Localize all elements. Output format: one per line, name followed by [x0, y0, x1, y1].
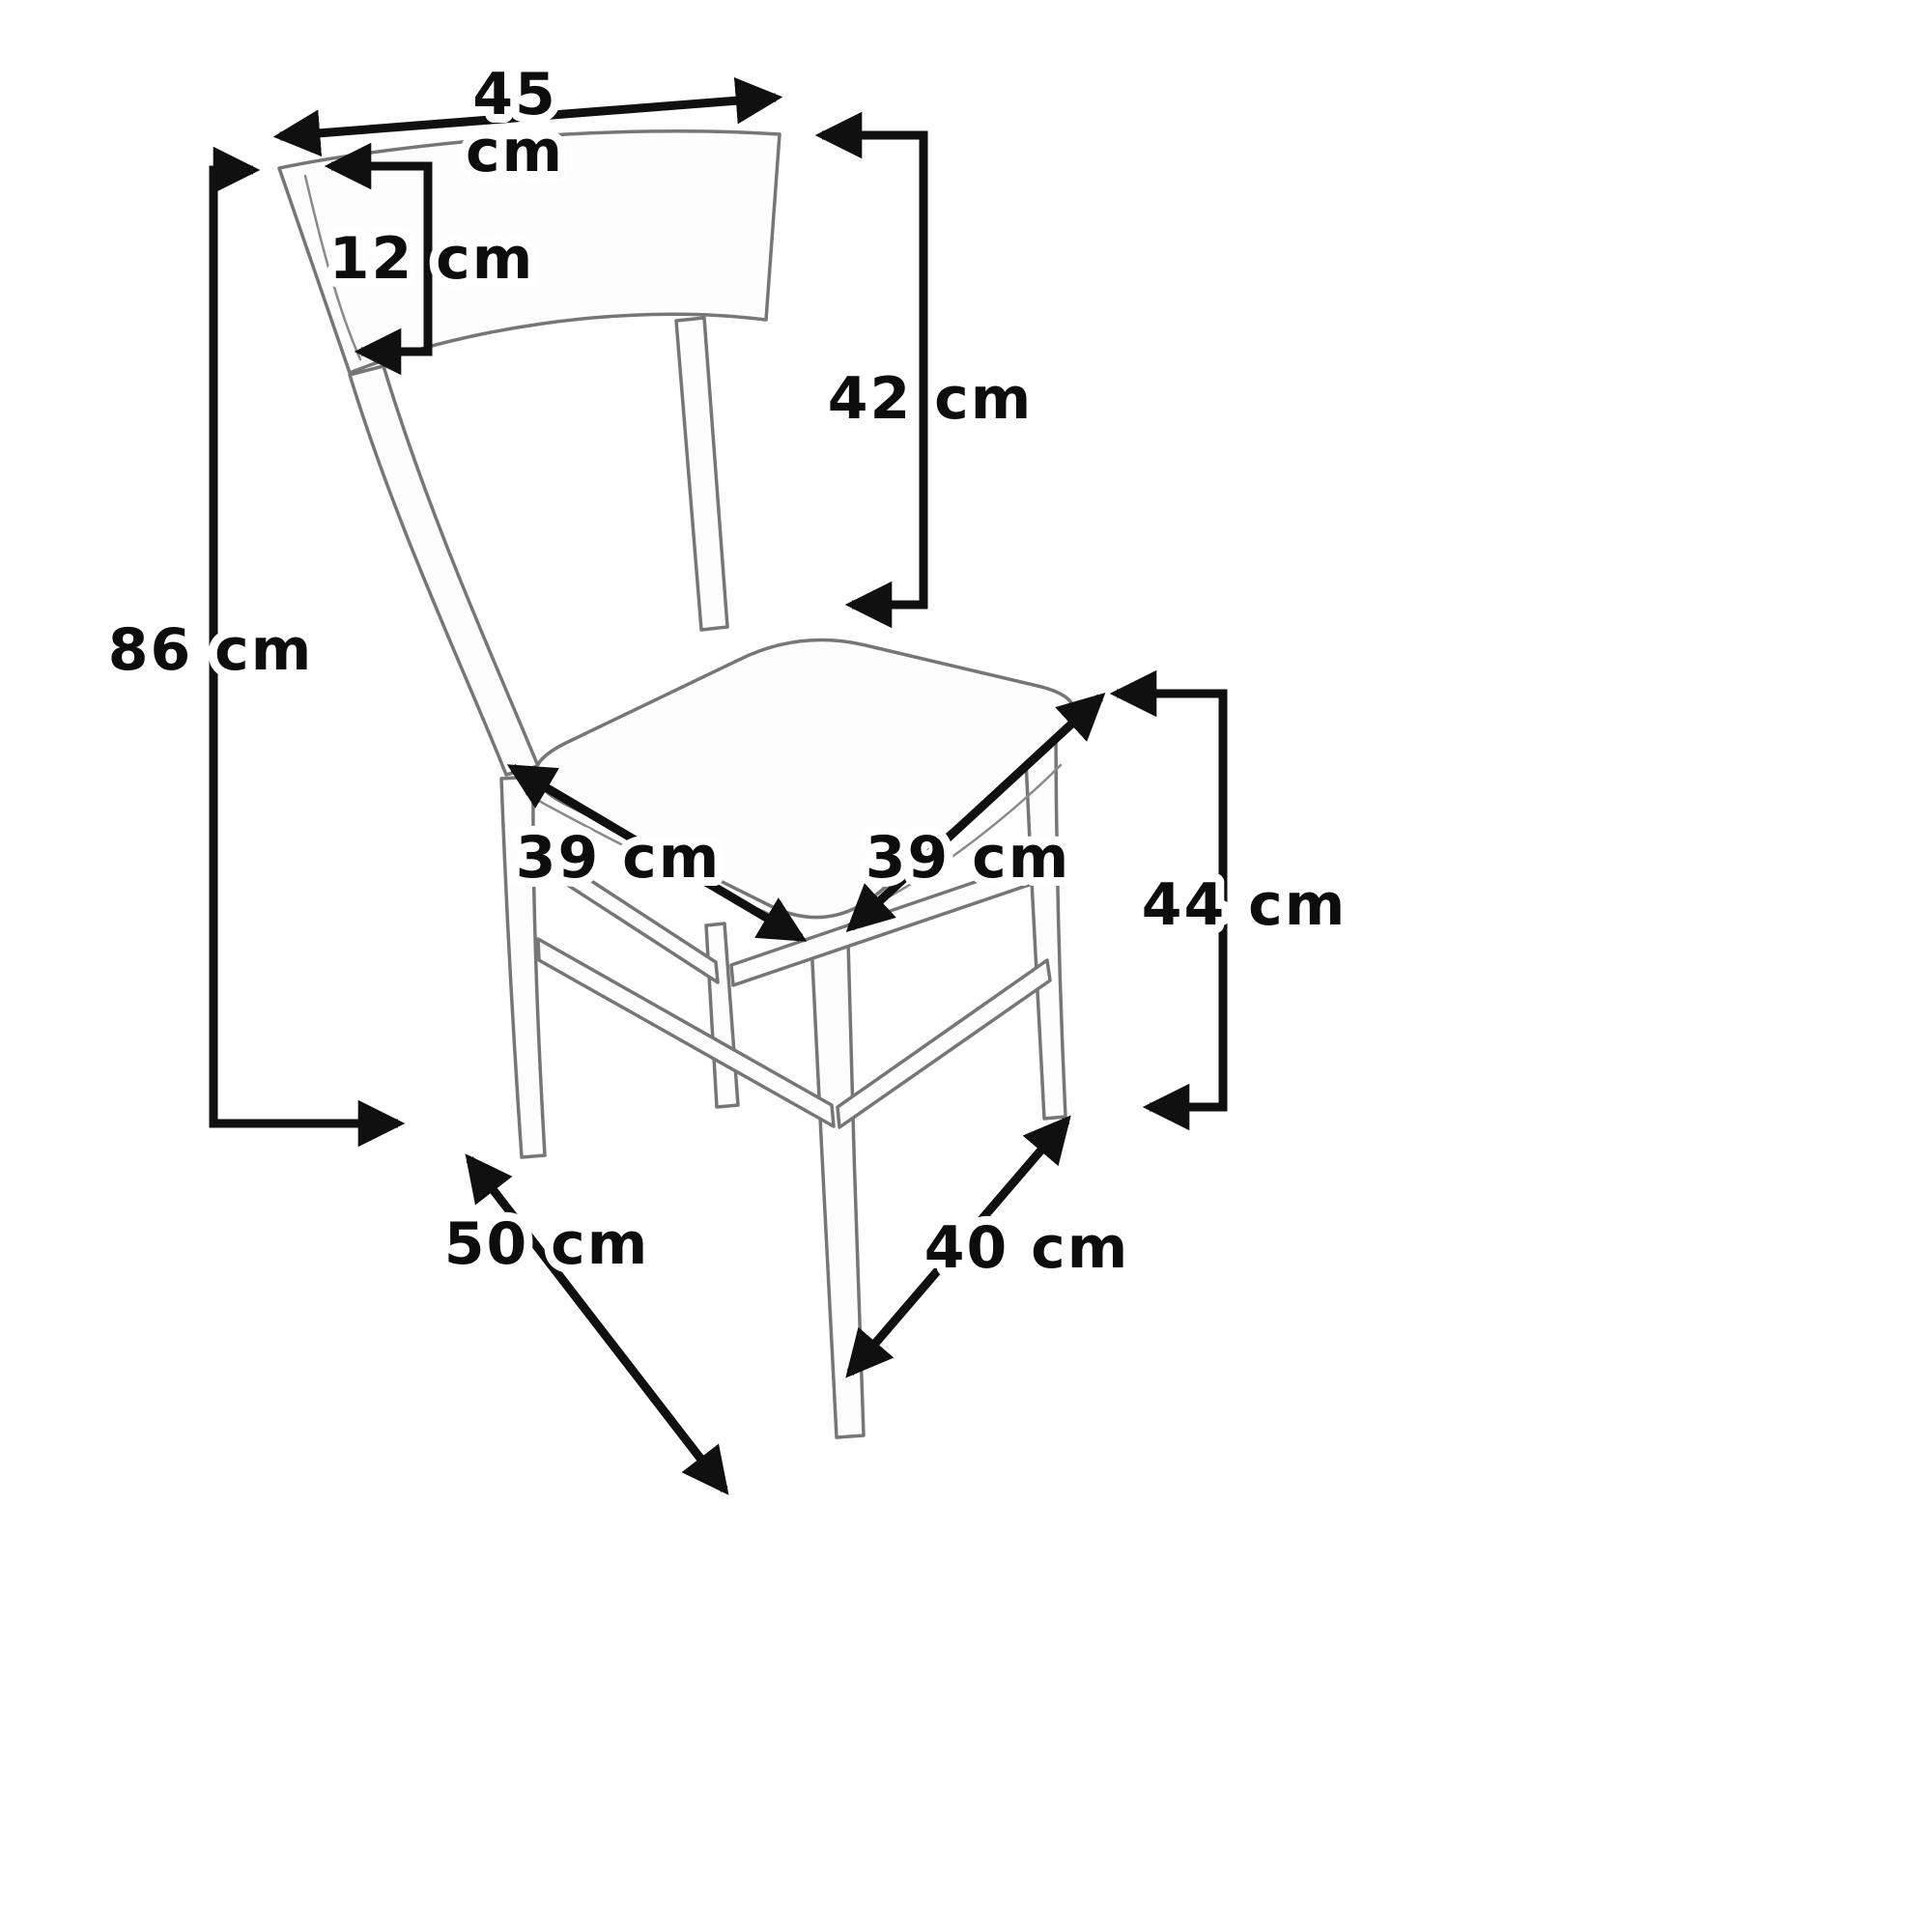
label-backrest-height: 12 cm — [329, 225, 534, 293]
chair-stretcher-front-right — [836, 958, 1052, 1129]
dim-arrow-backrest-width — [272, 76, 783, 157]
dim-arrow-seat-height — [1109, 669, 1228, 1131]
label-overall-width: 40 cm — [924, 1214, 1129, 1282]
label-seat-side-depth: 39 cm — [866, 824, 1070, 892]
label-backrest-width-value: 45 — [472, 61, 557, 128]
label-seat-front-width: 39 cm — [516, 824, 721, 892]
chair-right-leg — [1022, 715, 1067, 1121]
label-total-height: 86 cm — [108, 616, 313, 684]
chair-back-leg — [704, 922, 740, 1109]
chair-stretcher-left-front — [536, 937, 836, 1128]
dim-arrow-overall-depth — [465, 1153, 729, 1495]
dim-arrow-overall-width — [845, 1115, 1071, 1378]
label-backrest-to-seat: 42 cm — [828, 365, 1033, 433]
label-overall-depth: 50 cm — [444, 1210, 649, 1278]
dim-arrow-total-height — [209, 146, 406, 1148]
dim-arrow-backrest-to-seat — [814, 111, 928, 629]
dim-arrow-seat-side-depth — [845, 693, 1106, 932]
chair-back-post-right — [674, 316, 729, 632]
chair-back-post-left — [348, 364, 540, 777]
label-seat-height: 44 cm — [1142, 871, 1347, 939]
dim-arrow-seat-front-width — [506, 764, 808, 942]
dimension-arrows — [209, 76, 1228, 1495]
dimension-labels: 45 cm 12 cm 42 cm 86 cm 39 cm 39 cm 44 c… — [99, 52, 1353, 1291]
label-backrest-width-unit: cm — [466, 118, 564, 185]
